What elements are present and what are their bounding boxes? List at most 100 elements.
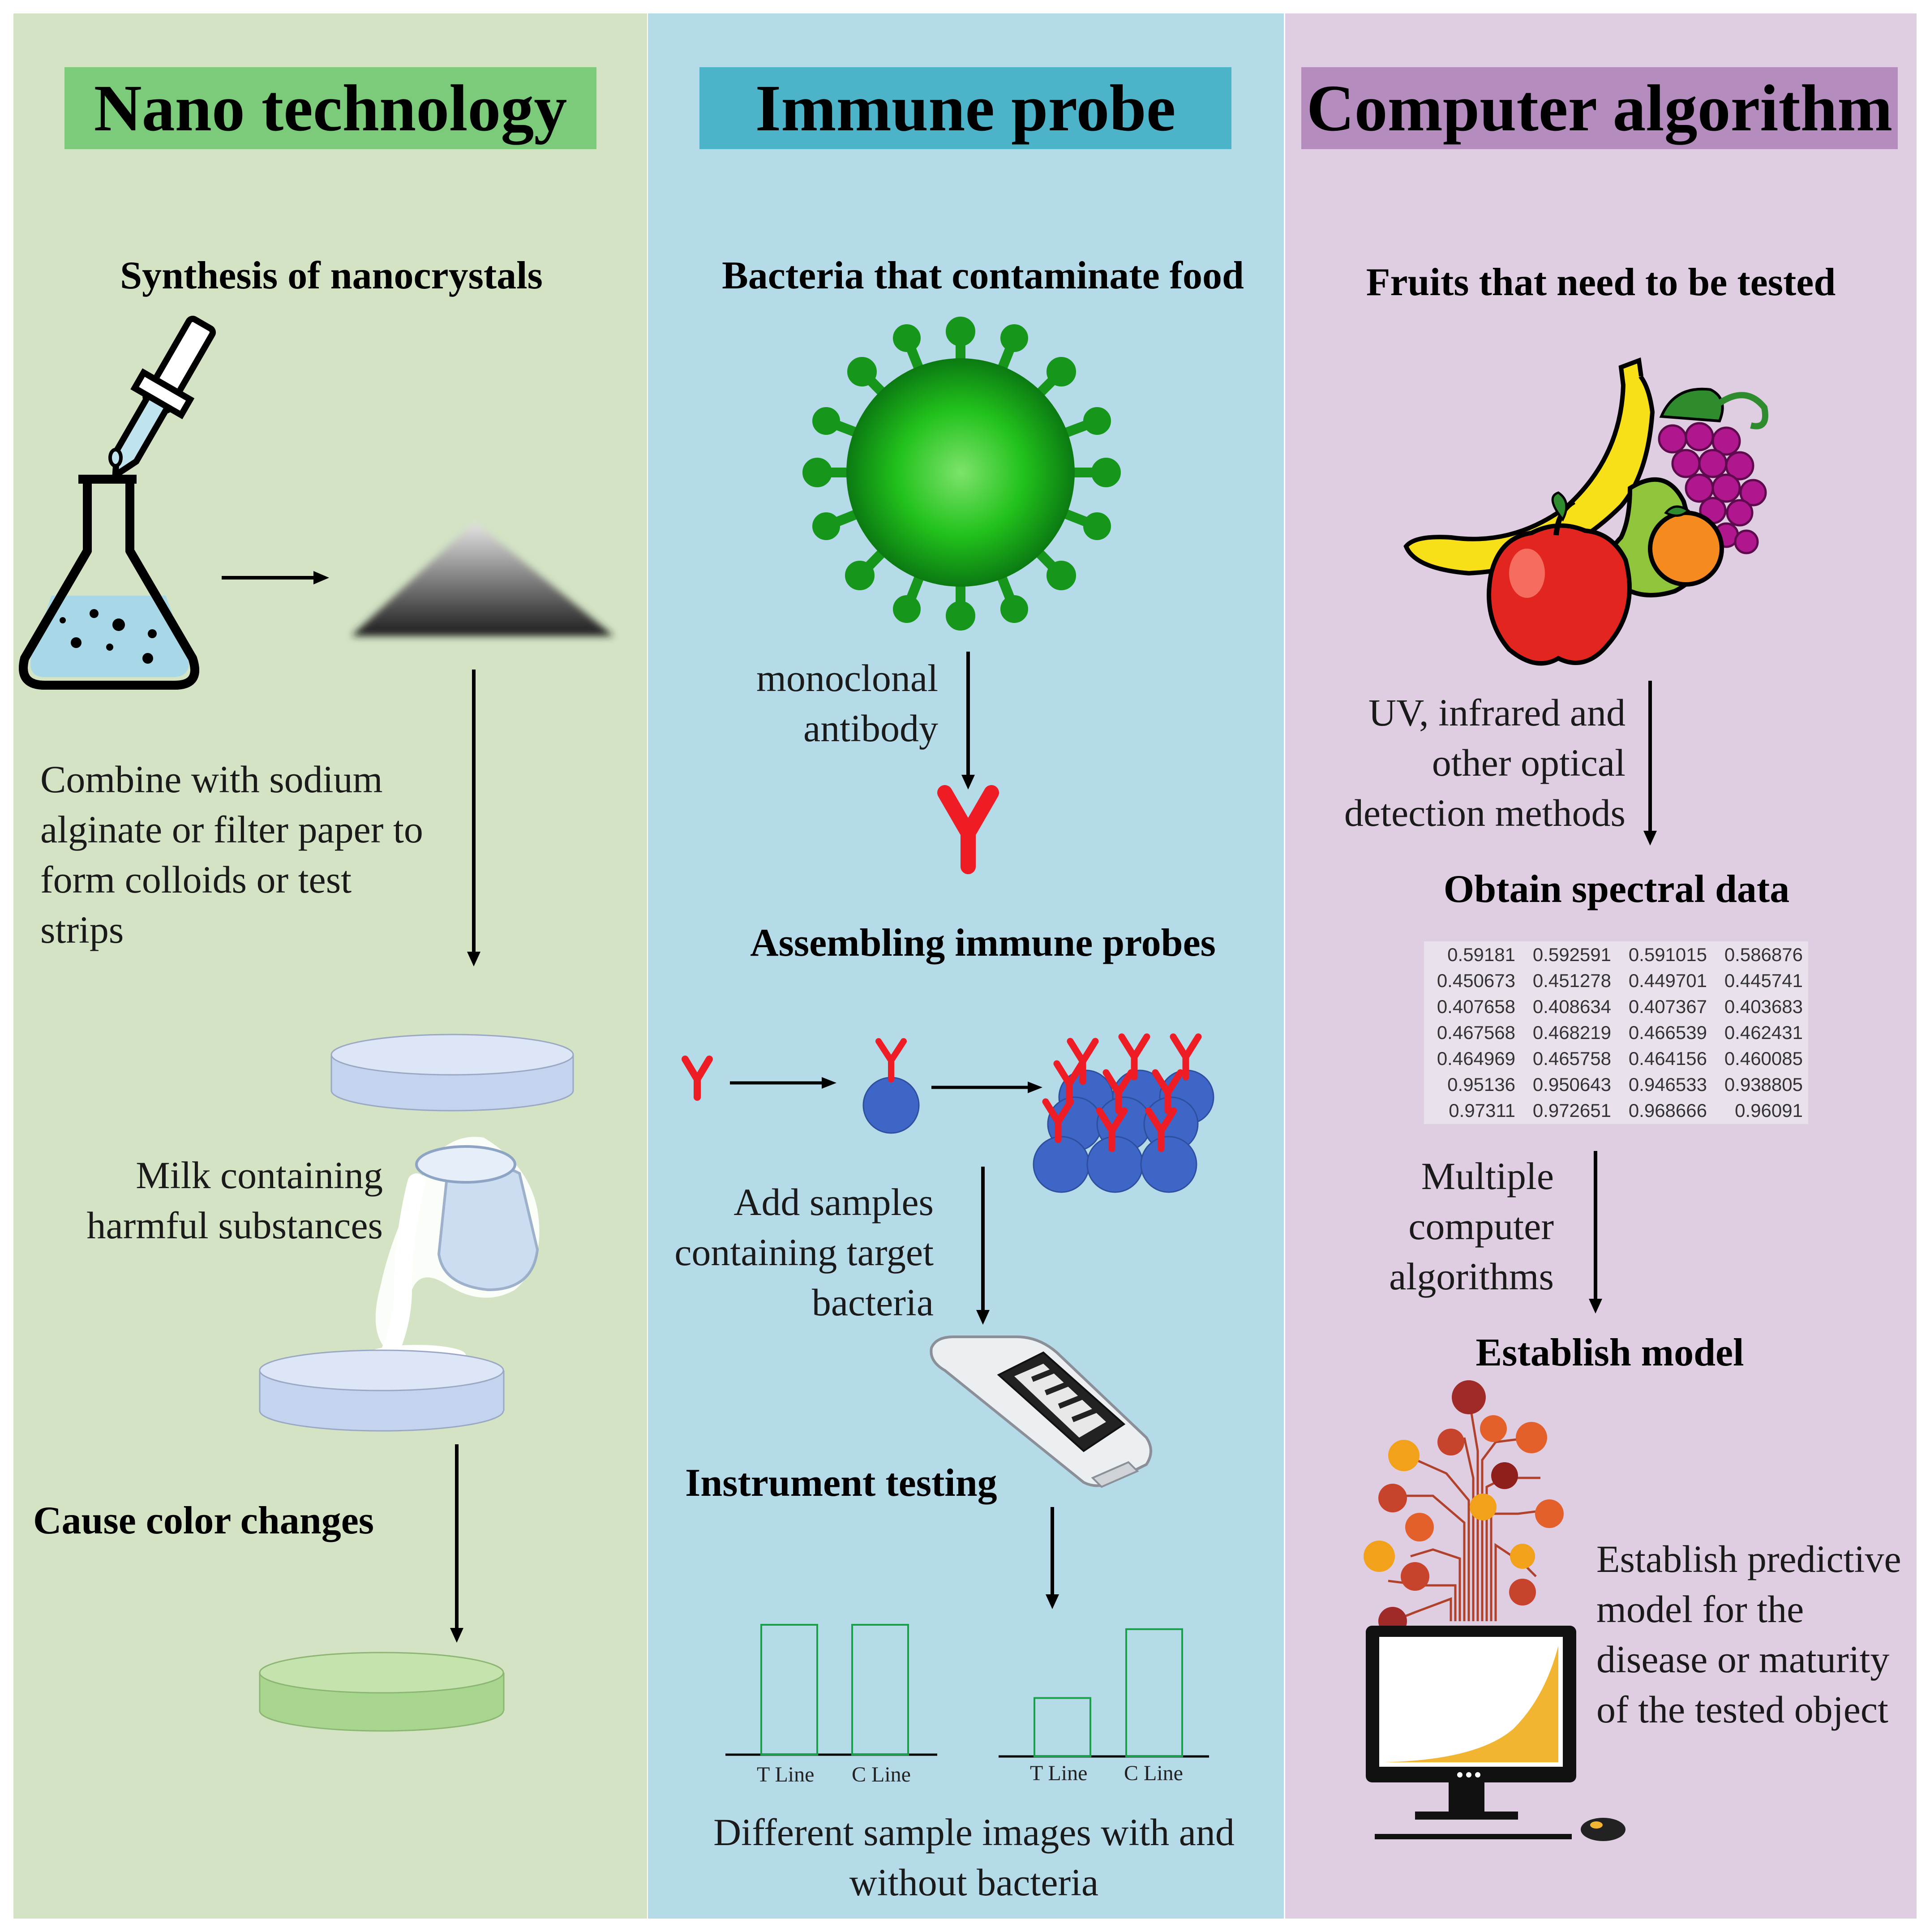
spectral-cell: 0.460085 <box>1711 1045 1808 1072</box>
phone-icon <box>1510 1544 1535 1569</box>
spectral-cell: 0.96091 <box>1711 1097 1808 1124</box>
step-establish-model: Establish model <box>1475 1331 1744 1374</box>
strip-result-charts <box>725 1624 1209 1758</box>
mouse-icon <box>1581 1818 1625 1841</box>
grapes-shape <box>1658 422 1767 554</box>
panel-nano-technology <box>13 13 647 1919</box>
step-monoclonal-antibody: monoclonal antibody <box>756 657 938 750</box>
spectral-cell: 0.403683 <box>1711 993 1808 1020</box>
circuit-tree-lines <box>1388 1397 1554 1623</box>
briefcase-icon <box>1388 1440 1420 1471</box>
spectral-cell: 0.450673 <box>1424 967 1521 994</box>
step-cause-color-changes: Cause color changes <box>33 1499 374 1542</box>
step-add-samples-target-bacteria: Add samples containing target bacteria <box>674 1181 934 1324</box>
spectral-cell: 0.59181 <box>1424 941 1521 968</box>
step-uv-infrared-optical-methods: UV, infrared and other optical detection… <box>1344 691 1625 834</box>
fruits-icon <box>1403 357 1768 666</box>
step-assembling-immune-probes: Assembling immune probes <box>750 921 1216 965</box>
spectral-cell: 0.465758 <box>1520 1045 1617 1072</box>
spectral-cell: 0.462431 <box>1711 1019 1808 1046</box>
title-nano-technology: Nano technology <box>64 67 596 149</box>
folder-icon <box>1516 1422 1547 1453</box>
app-icons <box>1364 1380 1564 1636</box>
spectral-cell: 0.464156 <box>1616 1045 1712 1072</box>
model-computer-illustration <box>1364 1380 1625 1841</box>
antibody-y-icon <box>937 785 999 874</box>
strip-bar-c-line <box>1125 1628 1183 1758</box>
spectral-cell: 0.946533 <box>1616 1071 1712 1098</box>
step-combine-sodium-alginate: Combine with sodium alginate or filter p… <box>40 758 423 951</box>
step-milk-harmful-substances: Milk containing harmful substances <box>86 1154 383 1247</box>
chart-1-label-c-line: C Line <box>852 1763 911 1786</box>
wifi-icon <box>1405 1513 1434 1541</box>
spectral-cell: 0.591015 <box>1616 941 1712 968</box>
petri-dish-with-milk <box>259 1349 505 1432</box>
search-icon <box>1401 1562 1429 1591</box>
spectral-cell: 0.972651 <box>1520 1097 1617 1124</box>
spectral-cell: 0.466539 <box>1616 1019 1712 1046</box>
analytics-icon <box>1452 1380 1486 1414</box>
chart-2-label-t-line: T Line <box>1030 1761 1088 1785</box>
spectral-cell: 0.449701 <box>1616 967 1712 994</box>
spectral-cell: 0.445741 <box>1711 967 1808 994</box>
step-establish-predictive-model: Establish predictive model for the disea… <box>1596 1537 1901 1731</box>
spectral-cell: 0.592591 <box>1520 941 1617 968</box>
step-instrument-testing: Instrument testing <box>685 1461 997 1505</box>
spectral-cell: 0.968666 <box>1616 1097 1712 1124</box>
share-icon <box>1509 1579 1536 1606</box>
chart-1-label-t-line: T Line <box>757 1763 815 1786</box>
algorithm-arrows <box>1589 681 1657 1314</box>
title-immune-probe: Immune probe <box>699 67 1231 149</box>
immune-process-illustration <box>937 652 999 874</box>
strip-bar-t-line <box>1034 1697 1091 1757</box>
spectral-cell: 0.467568 <box>1424 1019 1521 1046</box>
immune-probe-assembly-illustration <box>682 1033 1214 1193</box>
probe-cluster-icon <box>1033 1033 1214 1193</box>
spectral-cell: 0.95136 <box>1424 1071 1521 1098</box>
step-fruits-to-be-tested: Fruits that need to be tested <box>1366 261 1836 304</box>
laptop-icon <box>1364 1541 1395 1572</box>
spectral-cell: 0.950643 <box>1520 1071 1617 1098</box>
petri-dish-blank <box>330 1034 574 1112</box>
bar-chart-icon <box>1535 1499 1564 1528</box>
spectral-cell: 0.451278 <box>1520 967 1617 994</box>
clock-icon <box>1378 1484 1407 1512</box>
antibody-y-icon <box>682 1056 713 1101</box>
spectral-cell: 0.97311 <box>1424 1097 1521 1124</box>
test-instrument-icon <box>930 1335 1152 1488</box>
spectral-cell: 0.938805 <box>1711 1071 1808 1098</box>
step-different-sample-images: Different sample images with and without… <box>713 1811 1235 1904</box>
apple-shape <box>1487 523 1632 666</box>
flask-icon <box>19 475 199 690</box>
instrument-illustration <box>930 1167 1152 1609</box>
spectral-cell: 0.407367 <box>1616 993 1712 1020</box>
tablet-icon <box>1470 1494 1497 1520</box>
orange-shape <box>1648 511 1724 587</box>
strip-bar-c-line <box>851 1624 909 1756</box>
spectral-cell: 0.408634 <box>1520 993 1617 1020</box>
nanocrystal-powder <box>352 522 613 636</box>
nano-process-illustration <box>259 670 574 1732</box>
spectral-cell: 0.464969 <box>1424 1045 1521 1072</box>
step-synthesis-of-nanocrystals: Synthesis of nanocrystals <box>120 254 543 297</box>
nano-synthesis-illustration <box>19 316 613 690</box>
step-multiple-computer-algorithms: Multiple computer algorithms <box>1389 1155 1554 1298</box>
probe-bead-icon <box>862 1038 920 1134</box>
spectral-cell: 0.407658 <box>1424 993 1521 1020</box>
beaker-pouring-milk-icon <box>367 1137 540 1375</box>
chart-2-label-c-line: C Line <box>1124 1761 1183 1785</box>
chat-icon <box>1480 1415 1507 1442</box>
title-computer-algorithm: Computer algorithm <box>1301 67 1898 149</box>
step-obtain-spectral-data: Obtain spectral data <box>1443 867 1790 911</box>
spectral-cell: 0.468219 <box>1520 1019 1617 1046</box>
step-bacteria-contaminate-food: Bacteria that contaminate food <box>722 254 1244 297</box>
